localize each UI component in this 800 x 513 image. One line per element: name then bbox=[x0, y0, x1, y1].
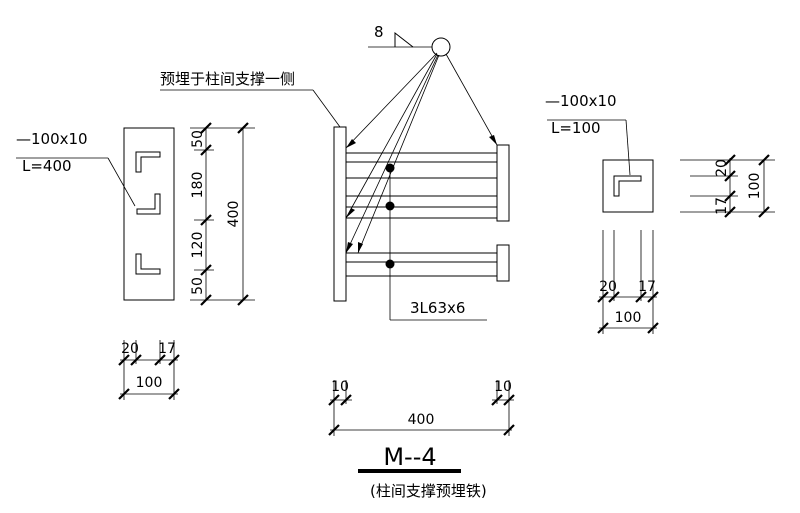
weld-circle bbox=[431, 37, 451, 57]
dim-right-total: 100 bbox=[747, 173, 763, 200]
angle-symbol-bottom bbox=[135, 253, 161, 275]
left-plate-length: L=400 bbox=[22, 157, 72, 175]
drawing-subtitle: (柱间支撑预埋铁) bbox=[370, 482, 487, 500]
dim-left-total: 400 bbox=[226, 201, 242, 228]
dim-right-top: 20 bbox=[714, 159, 730, 177]
dim-left-20: 20 bbox=[121, 341, 139, 357]
right-plate-outline bbox=[602, 159, 654, 213]
dim-left-bottom: 50 bbox=[190, 277, 206, 295]
left-plate-spec: —100x10 bbox=[16, 130, 88, 148]
left-horizontal-dimension: 20 17 100 bbox=[118, 340, 180, 400]
right-plate-callout: —100x10 L=100 bbox=[545, 92, 631, 176]
angle-symbol-top bbox=[135, 151, 161, 173]
right-plate-view bbox=[602, 159, 654, 213]
dim-right-bottom: 17 bbox=[714, 197, 730, 215]
drawing-title: M--4 bbox=[383, 443, 436, 471]
embed-note-callout: 预埋于柱间支撑一侧 bbox=[160, 70, 341, 128]
dim-bottom-right: 10 bbox=[494, 379, 512, 395]
embed-plate bbox=[333, 126, 347, 302]
dim-right-20: 20 bbox=[599, 279, 617, 295]
leader-line bbox=[107, 157, 136, 207]
dim-left-mid2: 120 bbox=[190, 232, 206, 259]
dim-right-100: 100 bbox=[615, 310, 642, 326]
dim-left-top: 50 bbox=[190, 130, 206, 148]
center-elevation: 3L63x6 bbox=[333, 126, 510, 321]
end-plate-lower bbox=[496, 244, 510, 282]
left-plate-view bbox=[123, 127, 175, 301]
left-plate-callout: —100x10 L=400 bbox=[16, 130, 136, 207]
angle-note: 3L63x6 bbox=[410, 299, 465, 317]
left-vertical-dimension: 50 180 120 50 400 bbox=[190, 122, 255, 306]
dim-left-mid1: 180 bbox=[190, 172, 206, 199]
right-plate-length: L=100 bbox=[551, 119, 601, 137]
drawing-title-block: M--4 (柱间支撑预埋铁) bbox=[358, 443, 487, 500]
bottom-dimension: 10 10 400 bbox=[328, 379, 515, 436]
right-horizontal-dimension: 20 17 100 bbox=[597, 230, 659, 334]
dim-left-17: 17 bbox=[158, 341, 176, 357]
end-plate-upper bbox=[496, 144, 510, 222]
dim-left-100: 100 bbox=[136, 375, 163, 391]
right-vertical-dimension: 20 17 100 bbox=[680, 154, 775, 218]
left-plate-outline bbox=[123, 127, 175, 301]
embed-note: 预埋于柱间支撑一侧 bbox=[160, 70, 295, 88]
dim-bottom-left: 10 bbox=[331, 379, 349, 395]
dim-right-17: 17 bbox=[638, 279, 656, 295]
weld-symbol: 8 bbox=[345, 23, 498, 254]
angle-symbol-mid bbox=[136, 193, 161, 215]
fillet-weld-icon bbox=[394, 31, 414, 48]
title-underline bbox=[358, 469, 461, 473]
dim-bottom-total: 400 bbox=[408, 412, 435, 428]
weld-size: 8 bbox=[374, 23, 384, 41]
angle-symbol-right bbox=[613, 175, 642, 197]
right-plate-spec: —100x10 bbox=[545, 92, 617, 110]
